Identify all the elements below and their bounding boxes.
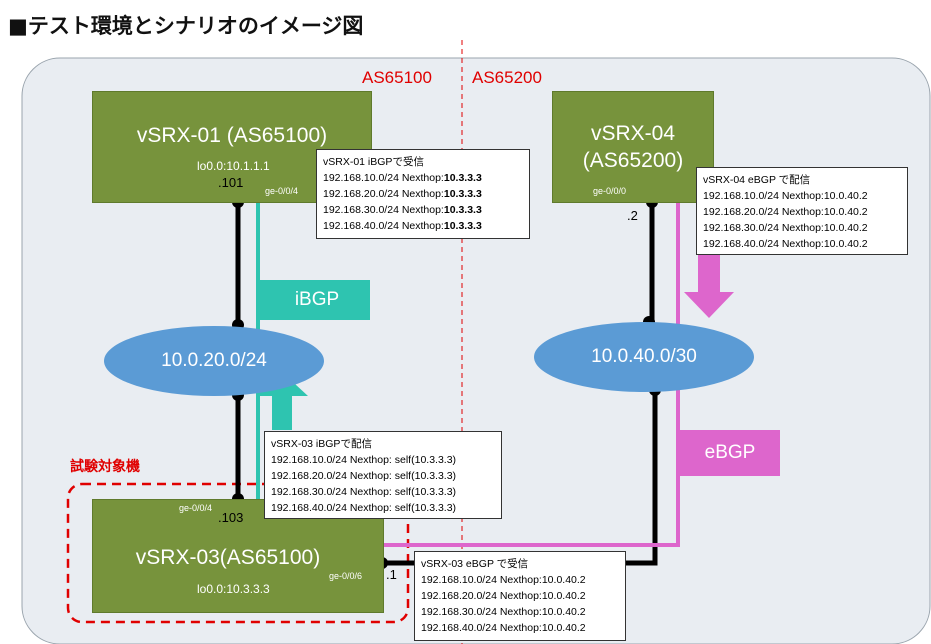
router-vsrx04[interactable]: vSRX-04 (AS65200) ge-0/0/0 bbox=[552, 91, 714, 203]
as-left-label: AS65100 bbox=[362, 68, 432, 87]
router-vsrx01-iface: ge-0/0/4 bbox=[265, 186, 299, 196]
test-target-label: 試験対象機 bbox=[70, 459, 140, 475]
route-row: 192.168.30.0/24 Nexthop: self(10.3.3.3) bbox=[271, 486, 457, 498]
box-vsrx03-advertised: vSRX-03 iBGPで配信 192.168.10.0/24 Nexthop:… bbox=[264, 431, 502, 519]
router-vsrx04-name-line2: (AS65200) bbox=[582, 149, 684, 172]
route-row: 192.168.20.0/24 Nexthop:10.3.3.3 bbox=[323, 188, 482, 200]
router-vsrx03-name: vSRX-03(AS65100) bbox=[135, 546, 321, 569]
router-vsrx01-loopback: lo0.0:10.1.1.1 bbox=[197, 159, 270, 173]
route-row: 192.168.40.0/24 Nexthop:10.3.3.3 bbox=[323, 220, 482, 232]
box-vsrx01-received: vSRX-01 iBGPで受信 192.168.10.0/24 Nexthop:… bbox=[316, 149, 530, 239]
ebgp-label: eBGP bbox=[704, 442, 756, 463]
route-row: 192.168.10.0/24 Nexthop:10.0.40.2 bbox=[421, 574, 586, 586]
router-vsrx03-loopback: lo0.0:10.3.3.3 bbox=[197, 582, 270, 596]
box-vsrx03-received-header: vSRX-03 eBGP で受信 bbox=[421, 558, 529, 570]
router-vsrx03-iface-right: ge-0/0/6 bbox=[329, 571, 363, 581]
route-row: 192.168.40.0/24 Nexthop:10.0.40.2 bbox=[703, 238, 868, 250]
vsrx03-addr-right: .1 bbox=[386, 567, 397, 582]
vsrx03-addr-top: .103 bbox=[218, 510, 244, 525]
box-vsrx04-advertised-header: vSRX-04 eBGP で配信 bbox=[703, 174, 811, 186]
ebgp-session-line bbox=[380, 190, 680, 547]
route-row: 192.168.10.0/24 Nexthop:10.0.40.2 bbox=[703, 190, 868, 202]
route-row: 192.168.40.0/24 Nexthop:10.0.40.2 bbox=[421, 622, 586, 634]
box-vsrx01-received-header: vSRX-01 iBGPで受信 bbox=[323, 156, 424, 168]
box-vsrx04-advertised: vSRX-04 eBGP で配信 192.168.10.0/24 Nexthop… bbox=[696, 167, 908, 255]
vsrx01-addr: .101 bbox=[218, 175, 244, 190]
vsrx04-addr: .2 bbox=[627, 208, 638, 223]
box-vsrx03-advertised-header: vSRX-03 iBGPで配信 bbox=[271, 438, 372, 450]
router-vsrx03[interactable]: vSRX-03(AS65100) lo0.0:10.3.3.3 ge-0/0/4… bbox=[92, 499, 384, 613]
page-title: ■テスト環境とシナリオのイメージ図 bbox=[8, 14, 364, 38]
as-right-label: AS65200 bbox=[472, 68, 542, 87]
route-row: 192.168.20.0/24 Nexthop:10.0.40.2 bbox=[703, 206, 868, 218]
network-10-0-40-0: 10.0.40.0/30 bbox=[534, 322, 754, 392]
network-10-0-20-0: 10.0.20.0/24 bbox=[104, 326, 324, 396]
route-row: 192.168.30.0/24 Nexthop:10.0.40.2 bbox=[421, 606, 586, 618]
router-vsrx03-iface-top: ge-0/0/4 bbox=[179, 503, 213, 513]
network-right-label: 10.0.40.0/30 bbox=[591, 346, 697, 367]
ebgp-advertise-arrow bbox=[684, 252, 734, 318]
route-row: 192.168.20.0/24 Nexthop:10.0.40.2 bbox=[421, 590, 586, 602]
router-vsrx01-name: vSRX-01 (AS65100) bbox=[136, 124, 328, 147]
ebgp-label-box bbox=[680, 430, 780, 476]
route-row: 192.168.10.0/24 Nexthop:10.3.3.3 bbox=[323, 172, 482, 184]
route-row: 192.168.10.0/24 Nexthop: self(10.3.3.3) bbox=[271, 454, 457, 466]
route-row: 192.168.30.0/24 Nexthop:10.3.3.3 bbox=[323, 204, 482, 216]
route-row: 192.168.40.0/24 Nexthop: self(10.3.3.3) bbox=[271, 502, 457, 514]
box-vsrx03-received: vSRX-03 eBGP で受信 192.168.10.0/24 Nexthop… bbox=[414, 551, 626, 641]
router-vsrx04-iface: ge-0/0/0 bbox=[593, 186, 627, 196]
router-vsrx04-name-line1: vSRX-04 bbox=[590, 122, 676, 145]
route-row: 192.168.20.0/24 Nexthop: self(10.3.3.3) bbox=[271, 470, 457, 482]
network-left-label: 10.0.20.0/24 bbox=[161, 350, 267, 371]
ibgp-label: iBGP bbox=[294, 289, 340, 310]
route-row: 192.168.30.0/24 Nexthop:10.0.40.2 bbox=[703, 222, 868, 234]
ibgp-label-box bbox=[258, 280, 370, 320]
